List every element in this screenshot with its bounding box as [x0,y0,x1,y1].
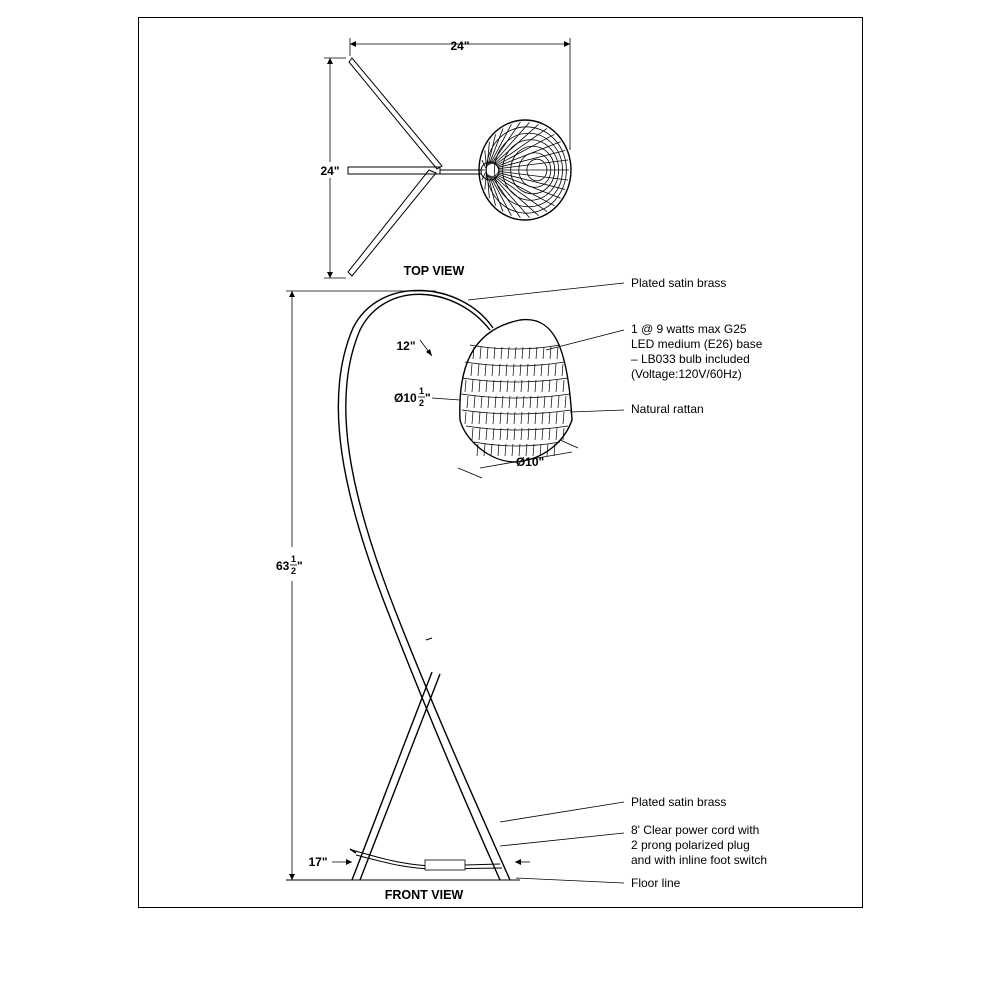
svg-text:Ø10: Ø10 [394,391,417,405]
svg-text:2 prong polarized plug: 2 prong polarized plug [631,838,750,852]
sheet-border [138,17,863,908]
svg-text:8' Clear power cord with: 8' Clear power cord with [631,823,759,837]
svg-text:Plated satin brass: Plated satin brass [631,795,726,809]
power-cord [349,848,503,871]
top-depth-label: 24" [320,164,339,178]
callout-cord: 8' Clear power cord with 2 prong polariz… [499,823,767,867]
svg-text:63: 63 [276,559,290,573]
top-view-title: TOP VIEW [404,264,465,278]
lamp-shade [459,318,573,463]
callout-leg-finish: Plated satin brass [499,795,726,823]
svg-text:(Voltage:120V/60Hz): (Voltage:120V/60Hz) [631,367,742,381]
svg-text:1: 1 [291,554,296,564]
arm-offset-label: 12" [396,339,415,353]
top-view-legs [347,57,500,277]
svg-text:Plated satin brass: Plated satin brass [631,276,726,290]
callout-bulb: 1 @ 9 watts max G25 LED medium (E26) bas… [545,322,763,381]
overall-height-label: 63 1 2 " [276,554,303,576]
top-view-drawing: 24" 24" TOP VIEW [316,38,572,279]
base-width-label: 17" [308,855,327,869]
callout-arm-finish: Plated satin brass [467,276,726,301]
top-view-shade [478,119,572,221]
svg-text:": " [297,559,303,573]
svg-text:1: 1 [419,386,424,396]
svg-text:2: 2 [291,566,296,576]
lamp-arm [337,289,511,881]
shade-diameter-label: Ø10" [516,455,544,469]
callout-floor: Floor line [515,876,681,890]
svg-text:– LB033 bulb included: – LB033 bulb included [631,352,750,366]
top-width-label: 24" [450,39,469,53]
shade-height-label: Ø10 1 2 " [394,386,431,408]
svg-text:": " [425,391,431,405]
svg-text:Natural rattan: Natural rattan [631,402,704,416]
callout-shade-material: Natural rattan [569,402,704,416]
svg-text:and with inline foot switch: and with inline foot switch [631,853,767,867]
svg-text:LED medium (E26) base: LED medium (E26) base [631,337,763,351]
front-view-title: FRONT VIEW [385,888,464,902]
front-view-drawing: 63 1 2 " 17" [270,289,579,902]
svg-text:Floor line: Floor line [631,876,681,890]
svg-text:2: 2 [419,398,424,408]
svg-text:1 @ 9 watts max G25: 1 @ 9 watts max G25 [631,322,747,336]
